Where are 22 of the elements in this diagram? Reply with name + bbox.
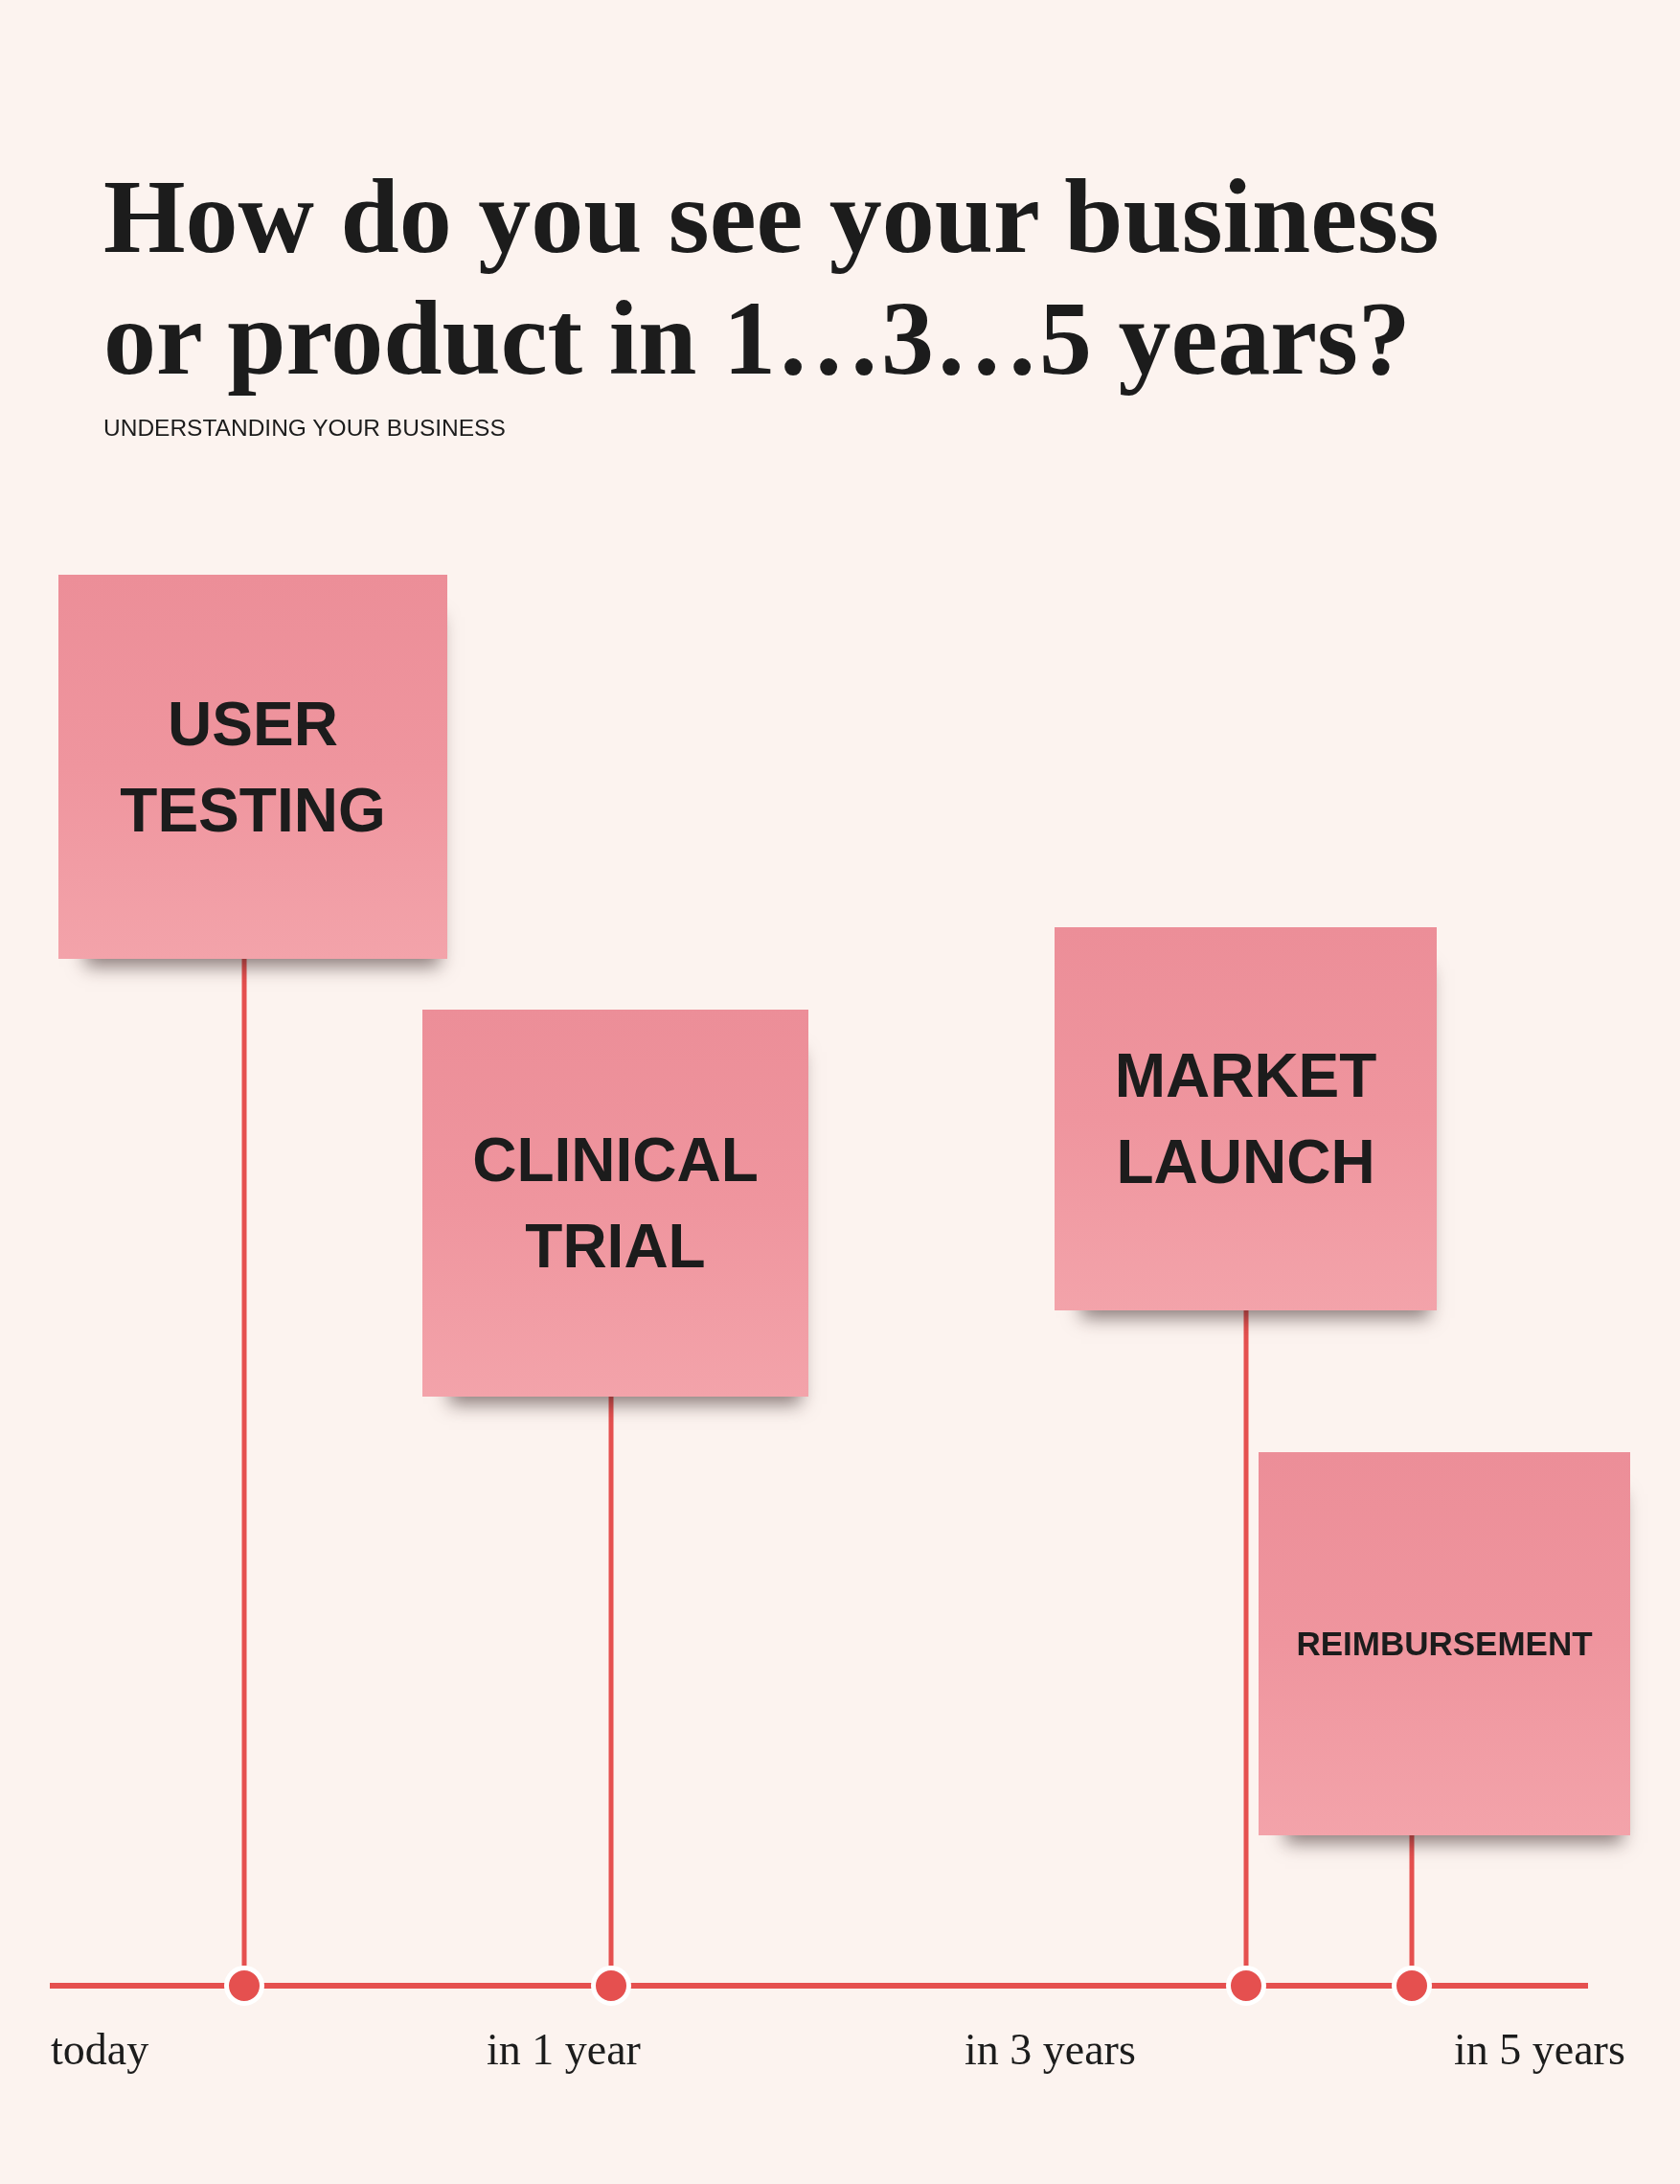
connector-line <box>608 1397 614 1966</box>
sticky-note <box>422 1010 808 1397</box>
sticky-note <box>1055 927 1437 1310</box>
connector-line <box>1409 1835 1415 1966</box>
connector-line <box>1243 1310 1249 1966</box>
milestone-dot <box>591 1966 631 2006</box>
timeline-label: today <box>51 2024 149 2075</box>
milestone-dot <box>1392 1966 1432 2006</box>
subtitle: UNDERSTANDING YOUR BUSINESS <box>103 414 506 442</box>
note-text: MARKET LAUNCH <box>1113 1040 1378 1198</box>
page-title: How do you see your business or product in 1…3…5 years? <box>103 157 1441 398</box>
milestone-dot <box>1226 1966 1266 2006</box>
milestone-dot <box>224 1966 264 2006</box>
timeline-label: in 1 year <box>487 2024 641 2075</box>
timeline-label: in 5 years <box>1454 2024 1625 2075</box>
note-text: USER TESTING <box>119 688 387 847</box>
connector-line <box>241 959 247 1966</box>
note-text: CLINICAL TRIAL <box>471 1125 760 1283</box>
timeline-label: in 3 years <box>965 2024 1136 2075</box>
note-text: REIMBURSEMENT <box>1296 1624 1593 1664</box>
sticky-note <box>1259 1452 1630 1835</box>
sticky-note <box>58 575 447 959</box>
